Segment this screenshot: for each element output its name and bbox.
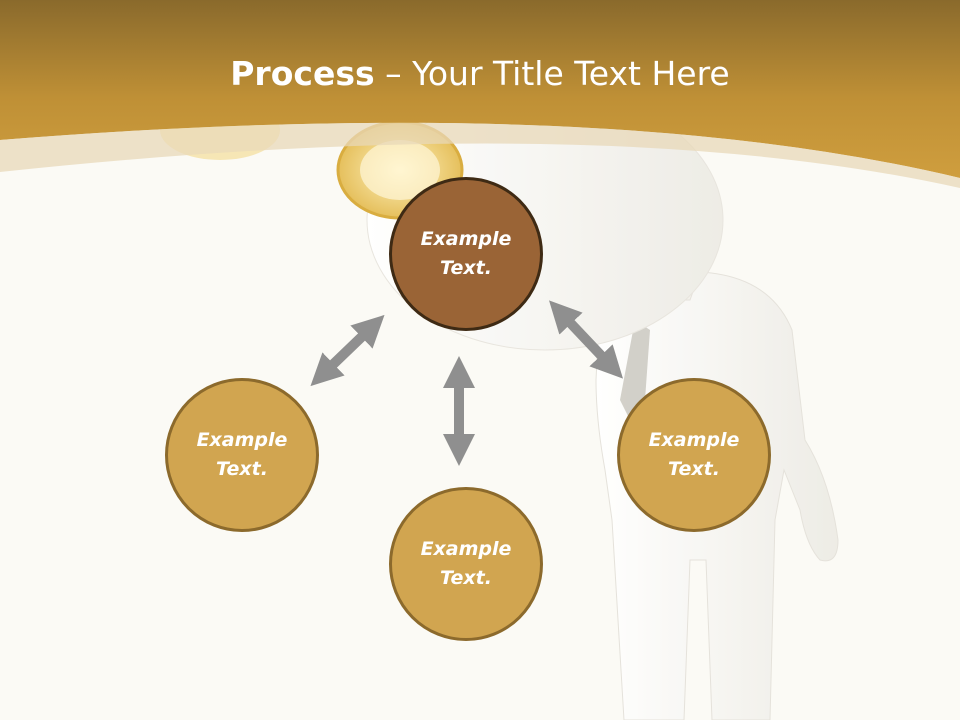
left-node: Example Text. [165,378,319,532]
left-node-label: Example Text. [196,429,288,480]
header-band [0,0,960,178]
bottom-node: Example Text. [389,487,543,641]
right-node: Example Text. [617,378,771,532]
right-node-label: Example Text. [648,429,740,480]
title-bold: Process [230,54,375,93]
center-node: Example Text. [389,177,543,331]
title-rest: – Your Title Text Here [374,54,730,93]
bottom-node-label: Example Text. [420,538,512,589]
center-node-label: Example Text. [420,228,512,279]
header-swoosh [0,122,960,188]
slide-title: Process – Your Title Text Here [0,52,960,96]
